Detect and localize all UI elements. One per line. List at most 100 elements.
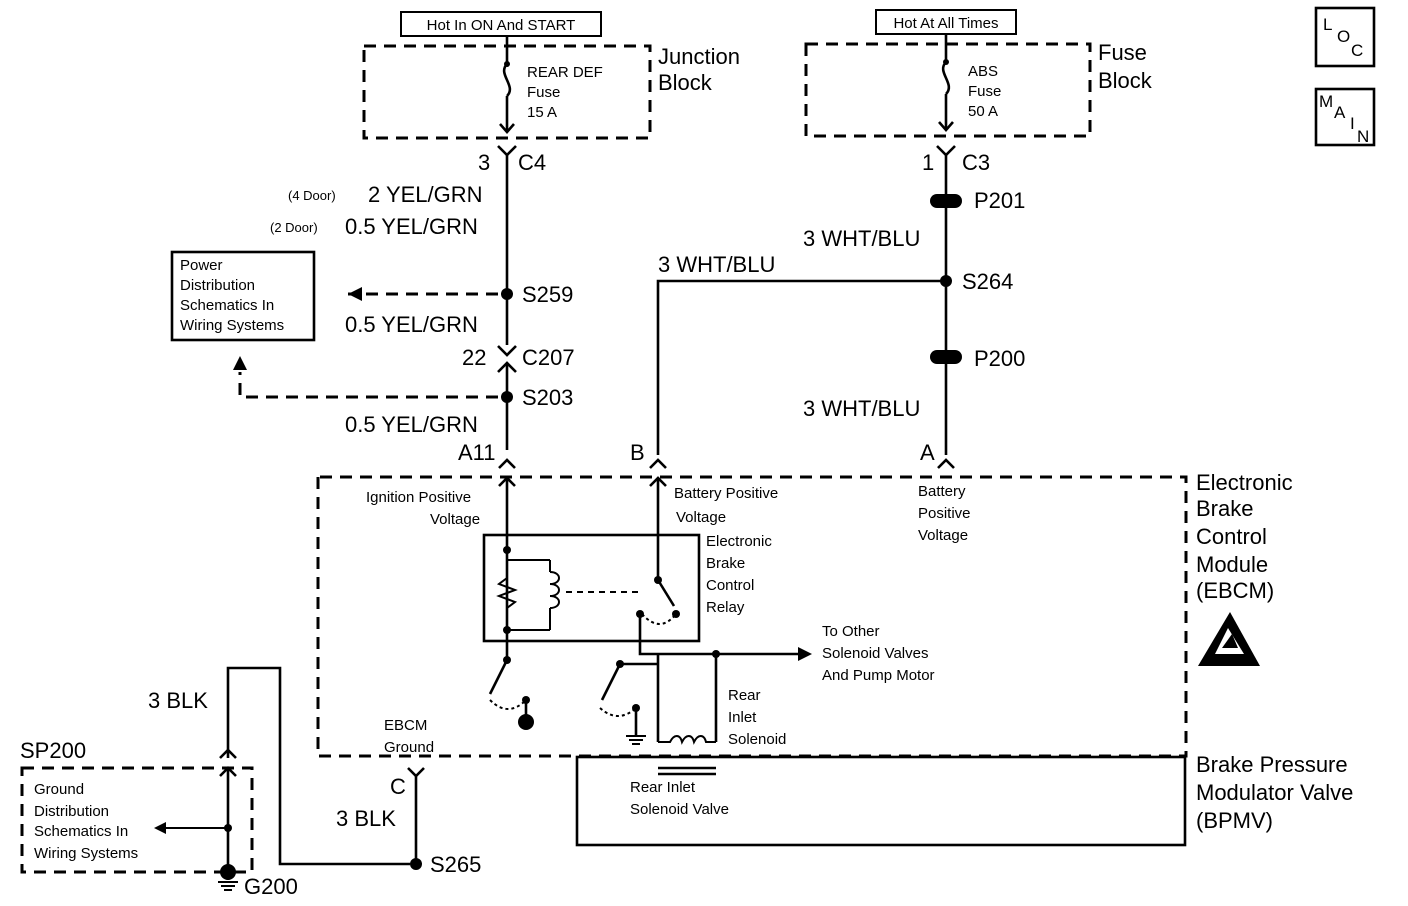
pass-through-p201-label: P201 xyxy=(974,188,1025,213)
splice-s265-dot xyxy=(410,858,422,870)
power-distribution-ref-box: Power Distribution Schematics In Wiring … xyxy=(170,250,316,342)
pin-3-label: 3 xyxy=(478,150,490,175)
connector-c207-label: C207 xyxy=(522,345,575,370)
fuse-block-label: Fuse xyxy=(1098,40,1147,65)
splice-s259-label: S259 xyxy=(522,282,573,307)
hot-in-on-and-start-label: Hot In ON And START xyxy=(427,17,576,34)
internal-ground-icon xyxy=(518,714,534,730)
rear-def-fuse-symbol xyxy=(499,36,515,134)
relay-node-top xyxy=(503,546,511,554)
relay-label-2: Brake xyxy=(706,555,745,572)
main-n: N xyxy=(1357,127,1369,146)
ground-g200-label: G200 xyxy=(244,874,298,899)
pass-through-p200-label: P200 xyxy=(974,346,1025,371)
wire-2-yel-grn-label: 2 YEL/GRN xyxy=(368,182,483,207)
relay-label-3: Control xyxy=(706,577,754,594)
pin-a11-label: A11 xyxy=(458,440,496,465)
hot-in-on-and-start-box: Hot In ON And START xyxy=(400,11,602,37)
ebcm-ground-label-1: EBCM xyxy=(384,717,427,734)
s203-dashed-ref xyxy=(238,372,498,399)
arrow-up-icon xyxy=(233,356,247,370)
rear-def-fuse-rating: 15 A xyxy=(527,104,557,121)
junction-block-label-2: Block xyxy=(658,70,713,95)
arrow-left-icon xyxy=(348,287,362,301)
ebcm-label-3: Control xyxy=(1196,524,1267,549)
fuse-block-outline xyxy=(804,42,1092,138)
two-door-label: (2 Door) xyxy=(270,220,318,235)
connector-c3-pin1 xyxy=(936,145,956,157)
hot-at-all-times-label: Hot At All Times xyxy=(893,15,998,32)
splice-s264-label: S264 xyxy=(962,269,1013,294)
wire-3-wht-blu-label-2: 3 WHT/BLU xyxy=(658,252,775,277)
power-dist-label-3: Schematics In xyxy=(180,297,274,314)
pin-b-label: B xyxy=(630,440,645,465)
pin-22-label: 22 xyxy=(462,345,486,370)
loc-o: O xyxy=(1337,27,1350,46)
connector-a11 xyxy=(498,458,516,469)
relay-label-4: Relay xyxy=(706,599,745,616)
bpmv-label-2: Modulator Valve xyxy=(1196,780,1353,805)
main-a: A xyxy=(1334,103,1346,122)
relay-label-1: Electronic xyxy=(706,533,772,550)
rear-def-fuse-label: REAR DEF xyxy=(527,64,603,81)
sp200-ground-node xyxy=(220,864,236,880)
to-other-label-3: And Pump Motor xyxy=(822,667,935,684)
connector-c xyxy=(407,767,425,778)
main-icon: M A I N xyxy=(1314,87,1376,147)
battery-a-label: Battery xyxy=(918,483,966,500)
connector-b xyxy=(649,458,667,469)
resistor-icon xyxy=(496,577,518,609)
pin-1-label: 1 xyxy=(922,150,934,175)
splice-s265-label: S265 xyxy=(430,852,481,877)
wht-blu-wire-branch xyxy=(656,279,946,455)
solenoid-switch-arm xyxy=(600,663,622,701)
wire-3-wht-blu-label: 3 WHT/BLU xyxy=(803,226,920,251)
wire-3-blk-label: 3 BLK xyxy=(148,688,208,713)
arrow-right-icon xyxy=(798,647,812,661)
relay-switch-arm xyxy=(656,579,676,607)
bpmv-label-1: Brake Pressure xyxy=(1196,752,1348,777)
wire-05-yel-grn-label-2: 0.5 YEL/GRN xyxy=(345,312,478,337)
rear-inlet-valve-label-2: Solenoid Valve xyxy=(630,801,729,818)
solenoid-ground-icon xyxy=(626,735,646,745)
esd-warning-icon xyxy=(1198,612,1260,666)
ground-dist-label-2: Distribution xyxy=(34,803,109,820)
ground-dist-label-3: Schematics In xyxy=(34,823,128,840)
relay-output-line xyxy=(638,614,800,656)
rear-def-fuse-label-2: Fuse xyxy=(527,84,560,101)
splice-s203-dot xyxy=(501,391,513,403)
abs-fuse-label: ABS xyxy=(968,63,998,80)
ground-g200-icon xyxy=(218,881,238,891)
wire-3-blk-label-2: 3 BLK xyxy=(336,806,396,831)
to-other-label-2: Solenoid Valves xyxy=(822,645,928,662)
connector-c4-label: C4 xyxy=(518,150,546,175)
sp200-connector xyxy=(219,748,237,759)
relay-coil-icon xyxy=(549,571,560,609)
power-dist-label-1: Power xyxy=(180,257,223,274)
loc-c: C xyxy=(1351,41,1363,60)
splice-s259-dot xyxy=(501,288,513,300)
solenoid-switch-arc xyxy=(599,707,637,717)
pass-through-p201 xyxy=(930,194,962,208)
pass-through-p200 xyxy=(930,350,962,364)
connector-a xyxy=(937,458,955,469)
rear-inlet-valve-label-1: Rear Inlet xyxy=(630,779,696,796)
splice-pack-sp200-label: SP200 xyxy=(20,738,86,763)
bpmv-label-3: (BPMV) xyxy=(1196,808,1273,833)
connector-c207-pin22 xyxy=(497,345,517,357)
power-dist-label-4: Wiring Systems xyxy=(180,317,284,334)
power-dist-label-2: Distribution xyxy=(180,277,255,294)
relay-contact-arc xyxy=(641,613,677,625)
fuse-block-label-2: Block xyxy=(1098,68,1153,93)
rear-inlet-solenoid-label-3: Solenoid xyxy=(728,731,786,748)
voltage-a-label: Voltage xyxy=(918,527,968,544)
ground-dist-label-1: Ground xyxy=(34,781,84,798)
to-other-label-1: To Other xyxy=(822,623,880,640)
loc-l: L xyxy=(1323,15,1332,34)
ground-switch-arc xyxy=(489,699,527,710)
positive-a-label: Positive xyxy=(918,505,971,522)
ebcm-label-4: Module xyxy=(1196,552,1268,577)
ebcm-label-5: (EBCM) xyxy=(1196,578,1274,603)
loc-icon: L O C xyxy=(1314,6,1376,68)
